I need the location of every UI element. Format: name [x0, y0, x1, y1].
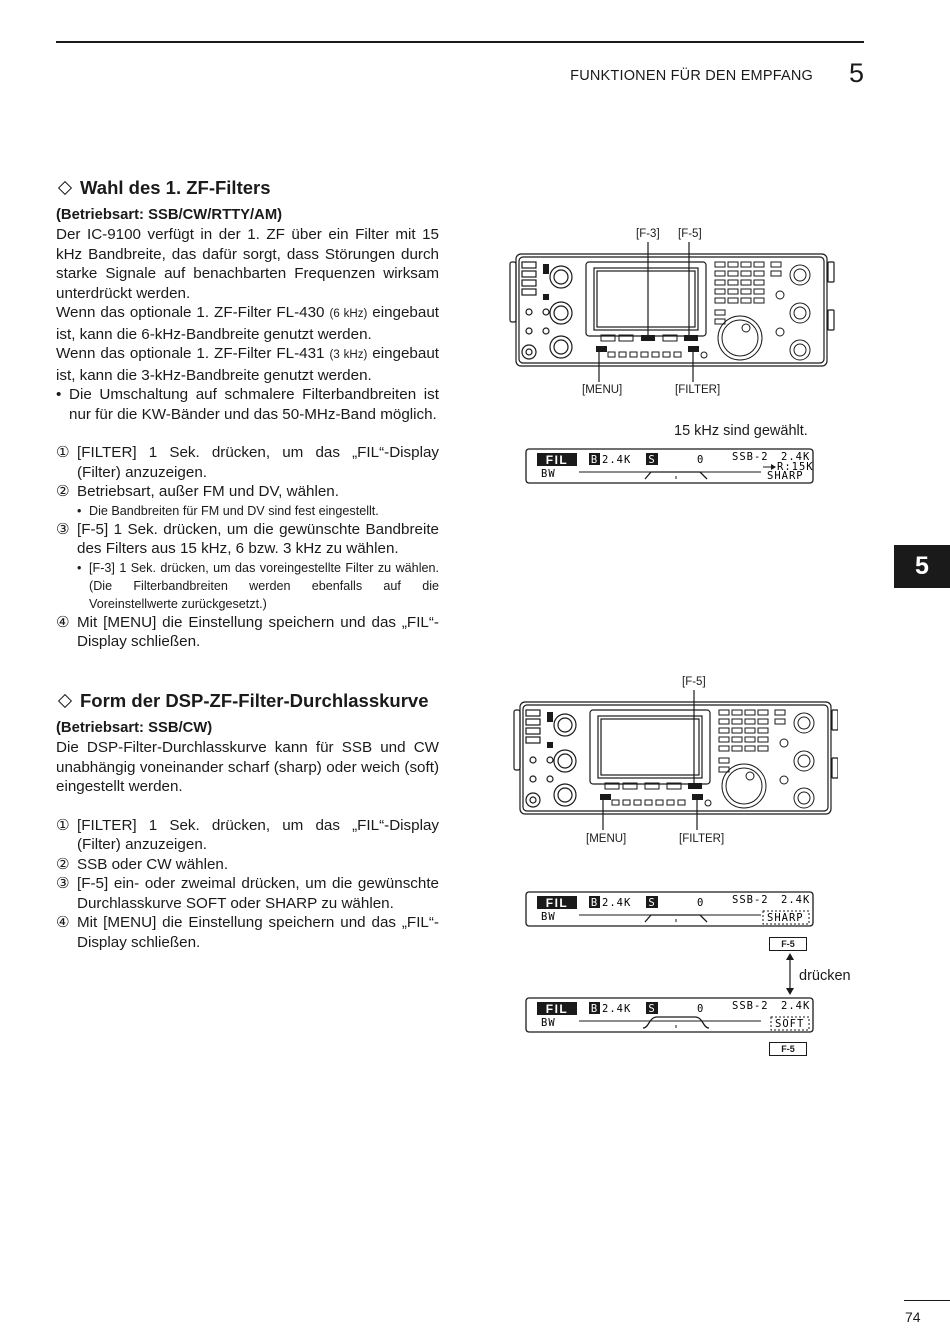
- svg-text:FIL: FIL: [546, 1002, 569, 1016]
- f5-key: F-5: [769, 937, 807, 951]
- chapter-tab: 5: [894, 545, 950, 588]
- lcd-shape-soft: SOFT: [775, 1018, 804, 1030]
- svg-text:0: 0: [697, 1003, 704, 1015]
- fl431-paragraph: Wenn das optionale 1. ZF-Filter FL-431 (…: [56, 345, 439, 384]
- running-header: FUNKTIONEN FÜR DEN EMPFANG: [570, 68, 813, 84]
- svg-text:FIL: FIL: [546, 896, 569, 910]
- svg-text:2.4K: 2.4K: [602, 1003, 631, 1015]
- mode-note: (Betriebsart: SSB/CW/RTTY/AM): [56, 207, 283, 223]
- label-f5: [F-5]: [678, 228, 702, 240]
- section-title: Wahl des 1. ZF-Filters: [56, 177, 439, 199]
- chapter-number: 5: [848, 58, 864, 88]
- label-f5: [F-5]: [682, 676, 706, 688]
- diamond-icon: [59, 182, 71, 194]
- svg-text:2.4K: 2.4K: [781, 894, 810, 906]
- lcd-display-1: FIL BW B 2.4K S 0 SSB-2 2.4K R:15K SHARP: [525, 448, 814, 484]
- header-rule: [56, 41, 864, 43]
- lcd-shift-value: 0: [697, 454, 704, 466]
- step-2-note: •Die Bandbreiten für FM und DV sind fest…: [77, 503, 379, 518]
- label-filter: [FILTER]: [675, 384, 721, 396]
- lcd-display-soft: FIL BW B 2.4K S 0 SSB-2 2.4K SOFT: [525, 997, 814, 1033]
- section-zf-filter: Wahl des 1. ZF-Filters (Betriebsart: SSB…: [56, 177, 439, 652]
- svg-text:S: S: [648, 454, 655, 466]
- lcd-bw-label: BW: [541, 468, 556, 480]
- lcd-bw-value: 2.4K: [602, 454, 631, 466]
- step-1: ①[FILTER] 1 Sek. drücken, um das „FIL“-D…: [56, 444, 439, 481]
- label-f3: [F-3]: [636, 228, 660, 240]
- svg-text:2.4K: 2.4K: [781, 1000, 810, 1012]
- svg-text:2.4K: 2.4K: [602, 897, 631, 909]
- lcd-width: 2.4K: [781, 451, 810, 463]
- lcd-shape: SHARP: [767, 470, 804, 482]
- svg-text:B: B: [591, 1003, 598, 1015]
- label-filter: [FILTER]: [679, 833, 725, 845]
- svg-text:SSB-2: SSB-2: [732, 1000, 769, 1012]
- footer-rule: [904, 1300, 950, 1301]
- transceiver-panel-2: [513, 690, 838, 830]
- step-3-note: •[F-3] 1 Sek. drücken, um das voreingest…: [77, 560, 439, 611]
- f5-key: F-5: [769, 1042, 807, 1056]
- figure-caption: 15 kHz sind gewählt.: [674, 423, 808, 439]
- lcd-fil-label: FIL: [546, 453, 569, 467]
- lcd-shape-sharp: SHARP: [767, 912, 804, 924]
- svg-text:SSB-2: SSB-2: [732, 894, 769, 906]
- fl430-paragraph: Wenn das optionale 1. ZF-Filter FL-430 (…: [56, 304, 439, 343]
- svg-text:S: S: [648, 897, 655, 909]
- step-1: ①[FILTER] 1 Sek. drücken, um das „FIL“-D…: [56, 816, 439, 854]
- svg-text:B: B: [591, 897, 598, 909]
- toggle-arrow-icon: [786, 953, 794, 995]
- diamond-icon: [59, 695, 71, 707]
- label-menu: [MENU]: [586, 833, 627, 845]
- toggle-caption: drücken: [799, 968, 851, 984]
- svg-text:BW: BW: [541, 911, 556, 923]
- svg-text:BW: BW: [541, 1017, 556, 1029]
- lcd-display-sharp: FIL BW B 2.4K S 0 SSB-2 2.4K SHARP: [525, 891, 814, 927]
- section-dsp-filter: Form der DSP-ZF-Filter-Durchlasskurve (B…: [56, 690, 439, 952]
- svg-text:B: B: [591, 454, 598, 466]
- mode-note: (Betriebsart: SSB/CW): [56, 720, 213, 736]
- intro-paragraph: Der IC-9100 verfügt in der 1. ZF über ei…: [56, 226, 439, 302]
- page-number: 74: [905, 1309, 921, 1325]
- svg-text:S: S: [648, 1003, 655, 1015]
- transceiver-panel-1: [509, 242, 835, 382]
- section-title: Form der DSP-ZF-Filter-Durchlasskurve: [56, 690, 439, 712]
- step-3: ③[F-5] 1 Sek. drücken, um die gewünschte…: [56, 520, 439, 558]
- intro-paragraph: Die DSP-Filter-Durchlasskurve kann für S…: [56, 739, 439, 795]
- svg-text:0: 0: [697, 897, 704, 909]
- label-menu: [MENU]: [582, 384, 623, 396]
- step-3: ③[F-5] ein- oder zweimal drücken, um die…: [56, 875, 439, 912]
- lcd-roofing: R:15K: [777, 461, 814, 473]
- bullet-item: •Die Umschaltung auf schmalere Filterban…: [56, 386, 439, 423]
- lcd-mode: SSB-2: [732, 451, 769, 463]
